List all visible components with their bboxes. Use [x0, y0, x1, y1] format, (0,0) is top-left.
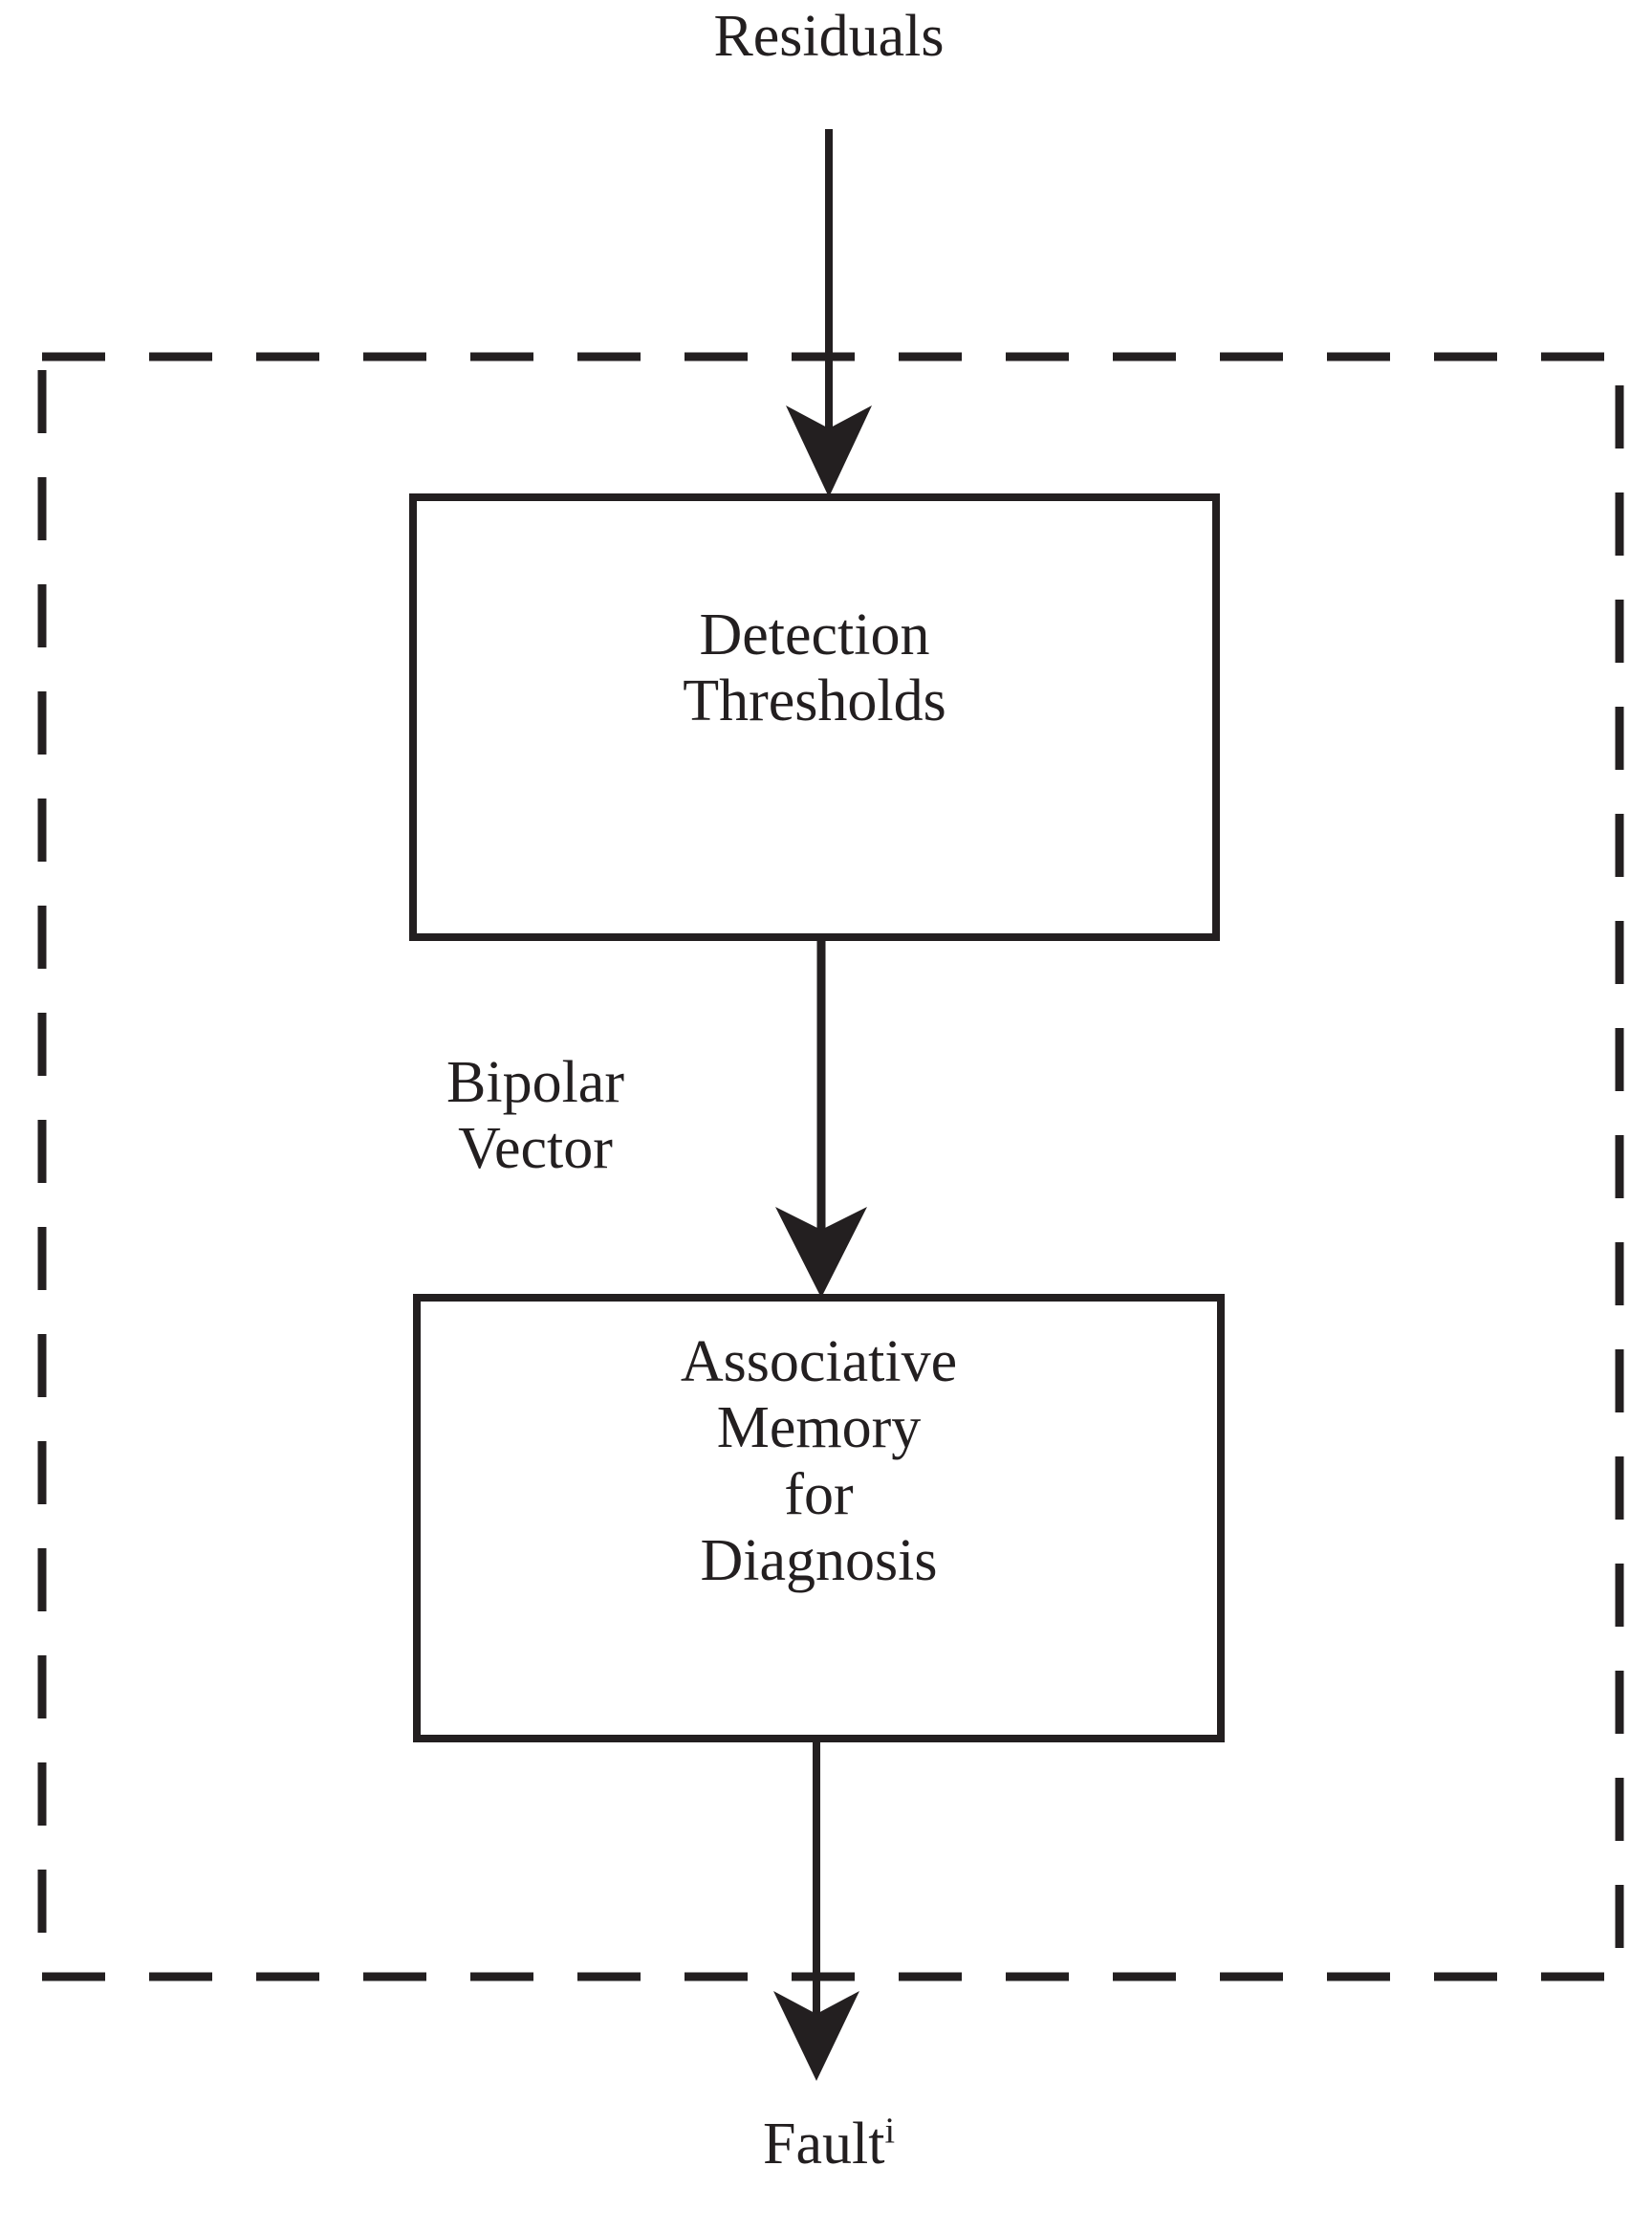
connector-residuals-to-detection [786, 129, 872, 497]
output-label-fault: Faulti [446, 2112, 1211, 2177]
arrowhead-icon [775, 1207, 867, 1298]
input-label-residuals: Residuals [713, 4, 945, 69]
block-label-detection-thresholds: Detection Thresholds [683, 602, 946, 734]
connector-detection-to-memory [775, 937, 867, 1298]
output-label-text: Fault [762, 2112, 885, 2177]
block-label-associative-memory: Associative Memory for Diagnosis [680, 1329, 958, 1594]
block-associative-memory[interactable] [413, 1294, 1225, 1742]
edge-label-bipolar-vector: Bipolar Vector [446, 1050, 624, 1182]
arrowhead-icon [786, 405, 872, 497]
block-detection-thresholds[interactable] [409, 493, 1220, 941]
connector-memory-to-fault [773, 1739, 859, 2081]
output-label-superscript: i [884, 2111, 895, 2152]
arrowhead-icon [773, 1991, 859, 2081]
